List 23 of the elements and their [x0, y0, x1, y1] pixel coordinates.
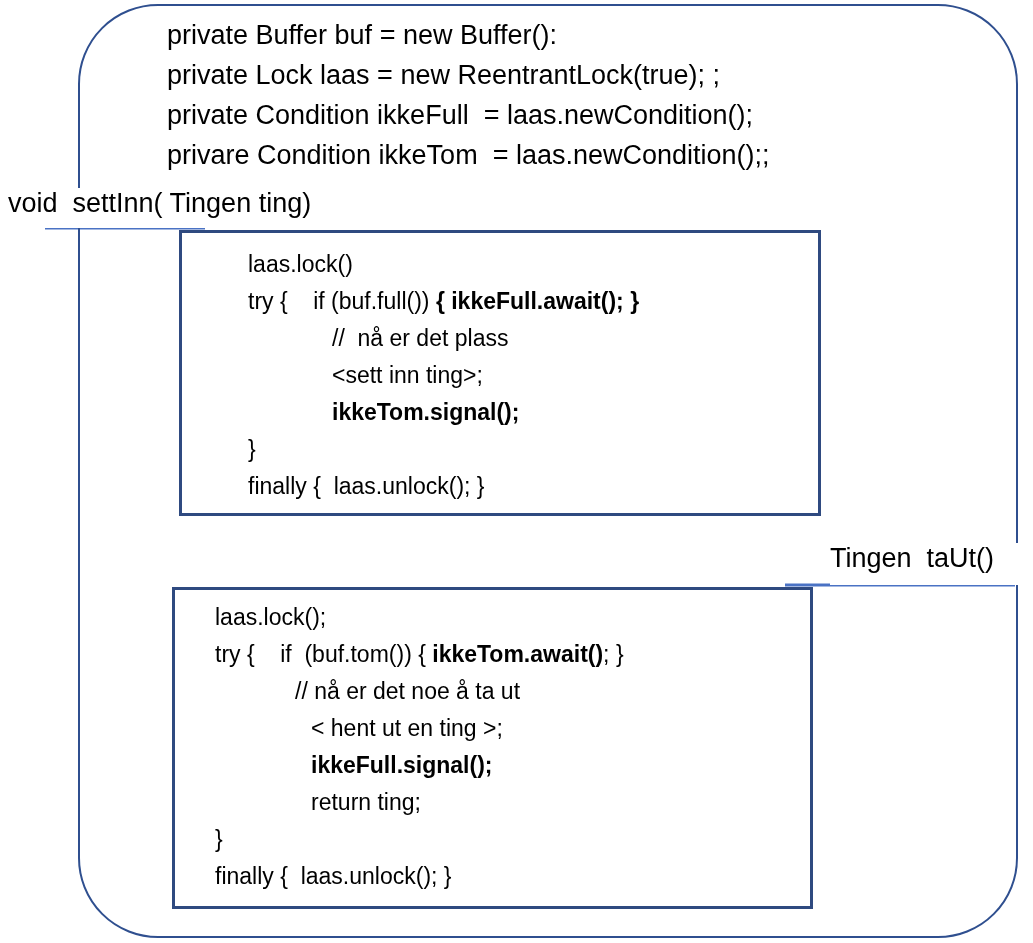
code-line: laas.lock(); [215, 604, 327, 631]
code-box [172, 587, 813, 909]
code-line: private Lock laas = new ReentrantLock(true); ; [167, 60, 721, 91]
code-line: ikkeTom.signal(); [332, 399, 520, 426]
code-line: finally { laas.unlock(); } [248, 473, 485, 500]
code-line: private Condition ikkeFull = laas.newCondition(); [167, 100, 754, 131]
leader-line [45, 226, 205, 230]
code-line: return ting; [311, 789, 421, 816]
code-line: } [248, 436, 256, 463]
code-line: try { if (buf.tom()) { ikkeTom.await(); } [215, 641, 624, 668]
code-line: } [215, 826, 223, 853]
code-line: private Buffer buf = new Buffer(): [167, 20, 557, 51]
code-line: privare Condition ikkeTom = laas.newCondition();; [167, 140, 770, 171]
code-line: try { if (buf.full()) { ikkeFull.await(); } [248, 288, 640, 315]
leader-line [785, 583, 1015, 587]
code-line: laas.lock() [248, 251, 353, 278]
code-line: // nå er det noe å ta ut [295, 678, 521, 705]
code-line: // nå er det plass [332, 325, 509, 352]
code-box [179, 230, 821, 516]
code-line: finally { laas.unlock(); } [215, 863, 452, 890]
code-line: ikkeFull.signal(); [311, 752, 493, 779]
code-line: < hent ut en ting >; [311, 715, 503, 742]
code-line: <sett inn ting>; [332, 362, 483, 389]
